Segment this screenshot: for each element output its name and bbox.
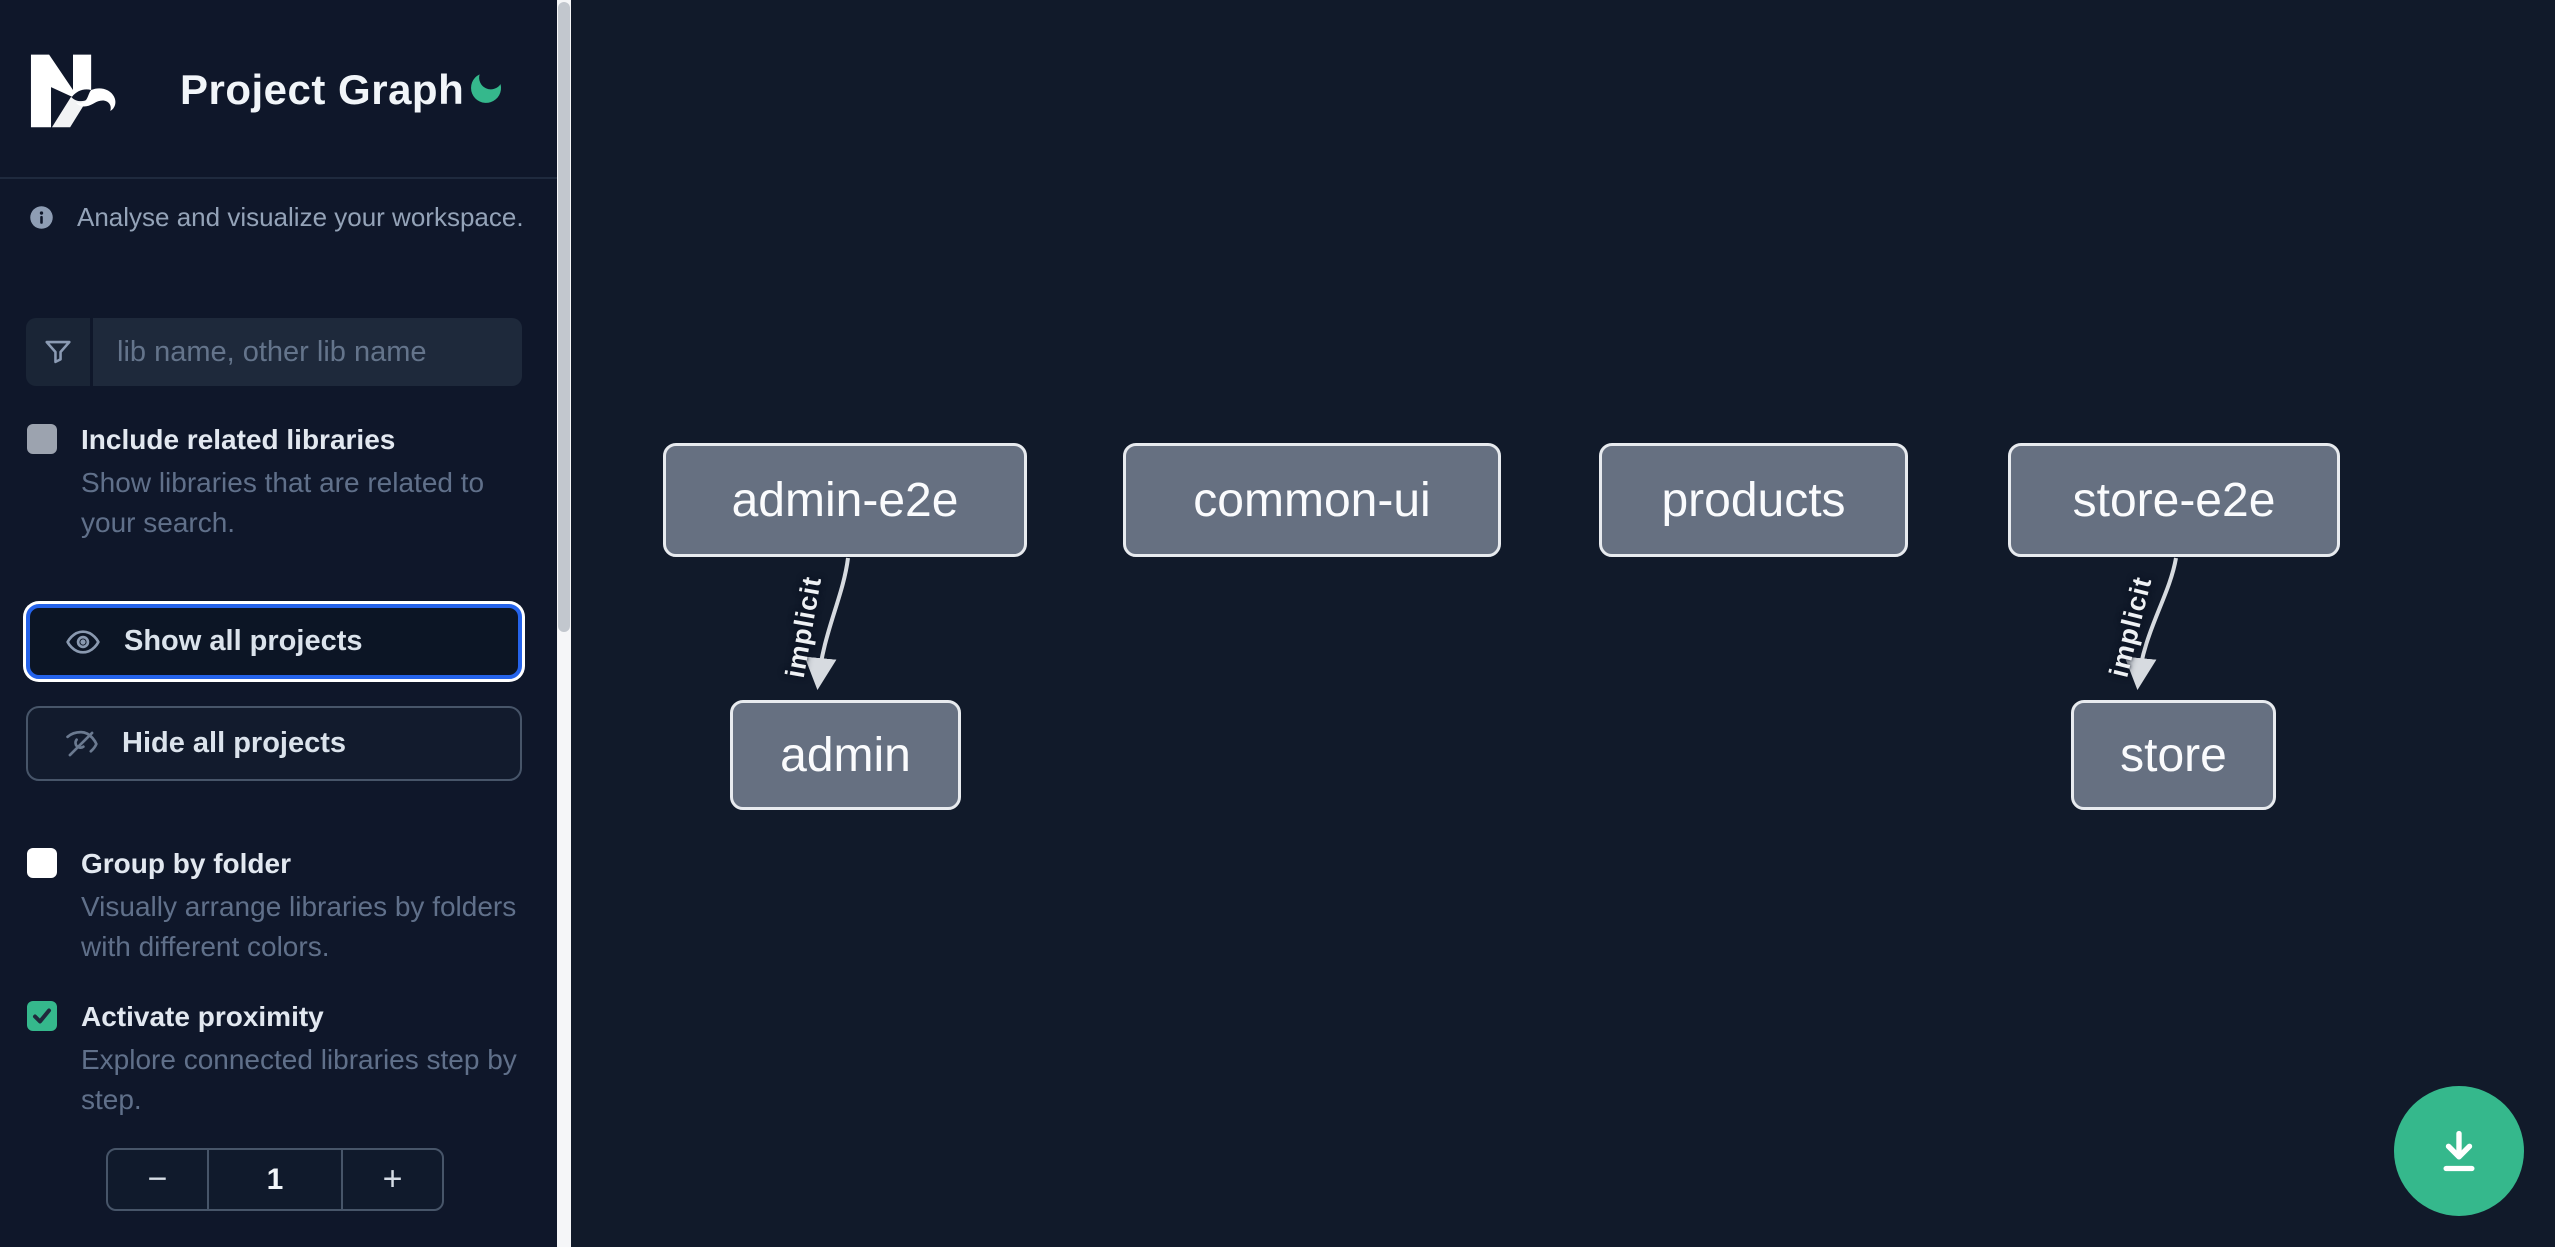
page-title: Project Graph [180,66,465,113]
checkbox-group-by-folder[interactable] [27,848,57,878]
graph-edges [804,557,2178,690]
download-icon [2443,1130,2475,1172]
sidebar: Project Graph Analyse and visualize your… [0,0,557,1247]
graph-node-admin-e2e[interactable]: admin-e2e [663,443,1027,557]
download-graph-button[interactable] [2394,1086,2524,1216]
search-input[interactable] [93,318,522,386]
toggle-label: Include related libraries [81,424,396,455]
graph-node-store-e2e[interactable]: store-e2e [2008,443,2340,557]
toggle-description: Visually arrange libraries by folders wi… [81,891,517,962]
hide-all-projects-button[interactable]: Hide all projects [26,706,522,781]
toggle-activate-proximity: Activate proximity Explore connected lib… [27,999,527,1120]
edge-admin-e2e-to-admin [804,557,850,690]
checkbox-include-related[interactable] [27,424,57,454]
stepper-value: 1 [207,1150,343,1209]
theme-moon-icon[interactable] [466,68,506,108]
eye-slash-icon [66,730,98,756]
nx-logo-icon [30,54,116,128]
filter-funnel-icon [45,340,71,364]
graph-node-common-ui[interactable]: common-ui [1123,443,1501,557]
search-box [26,318,522,386]
toggle-label: Group by folder [81,848,291,879]
graph-node-admin[interactable]: admin [730,700,961,810]
check-icon [33,1008,51,1024]
stepper-increment-button[interactable]: + [382,1160,403,1198]
edge-store-e2e-to-store [2124,557,2178,690]
toggle-include-related: Include related libraries Show libraries… [27,422,527,543]
project-graph-canvas[interactable]: admin-e2e common-ui products store-e2e a… [571,0,2555,1247]
toggle-label: Activate proximity [81,1001,324,1032]
graph-node-store[interactable]: store [2071,700,2276,810]
filter-icon-cell [26,318,93,386]
sidebar-scrollbar-thumb[interactable] [558,2,570,632]
proximity-depth-stepper: − 1 + [106,1148,444,1211]
show-all-projects-button[interactable]: Show all projects [26,604,522,679]
checkbox-activate-proximity[interactable] [27,1001,57,1031]
button-label: Show all projects [124,625,363,657]
eye-icon [66,629,100,654]
graph-node-products[interactable]: products [1599,443,1908,557]
toggle-group-by-folder: Group by folder Visually arrange librari… [27,846,527,967]
stepper-decrement-button[interactable]: − [147,1160,168,1198]
sidebar-scrollbar-track[interactable] [557,0,571,1247]
info-icon [30,206,53,229]
sidebar-header: Project Graph [0,0,557,179]
tagline-text: Analyse and visualize your workspace. [77,202,524,232]
tagline-row: Analyse and visualize your workspace. [28,202,528,233]
button-label: Hide all projects [122,727,347,759]
toggle-description: Explore connected libraries step by step… [81,1044,517,1115]
toggle-description: Show libraries that are related to your … [81,467,485,538]
